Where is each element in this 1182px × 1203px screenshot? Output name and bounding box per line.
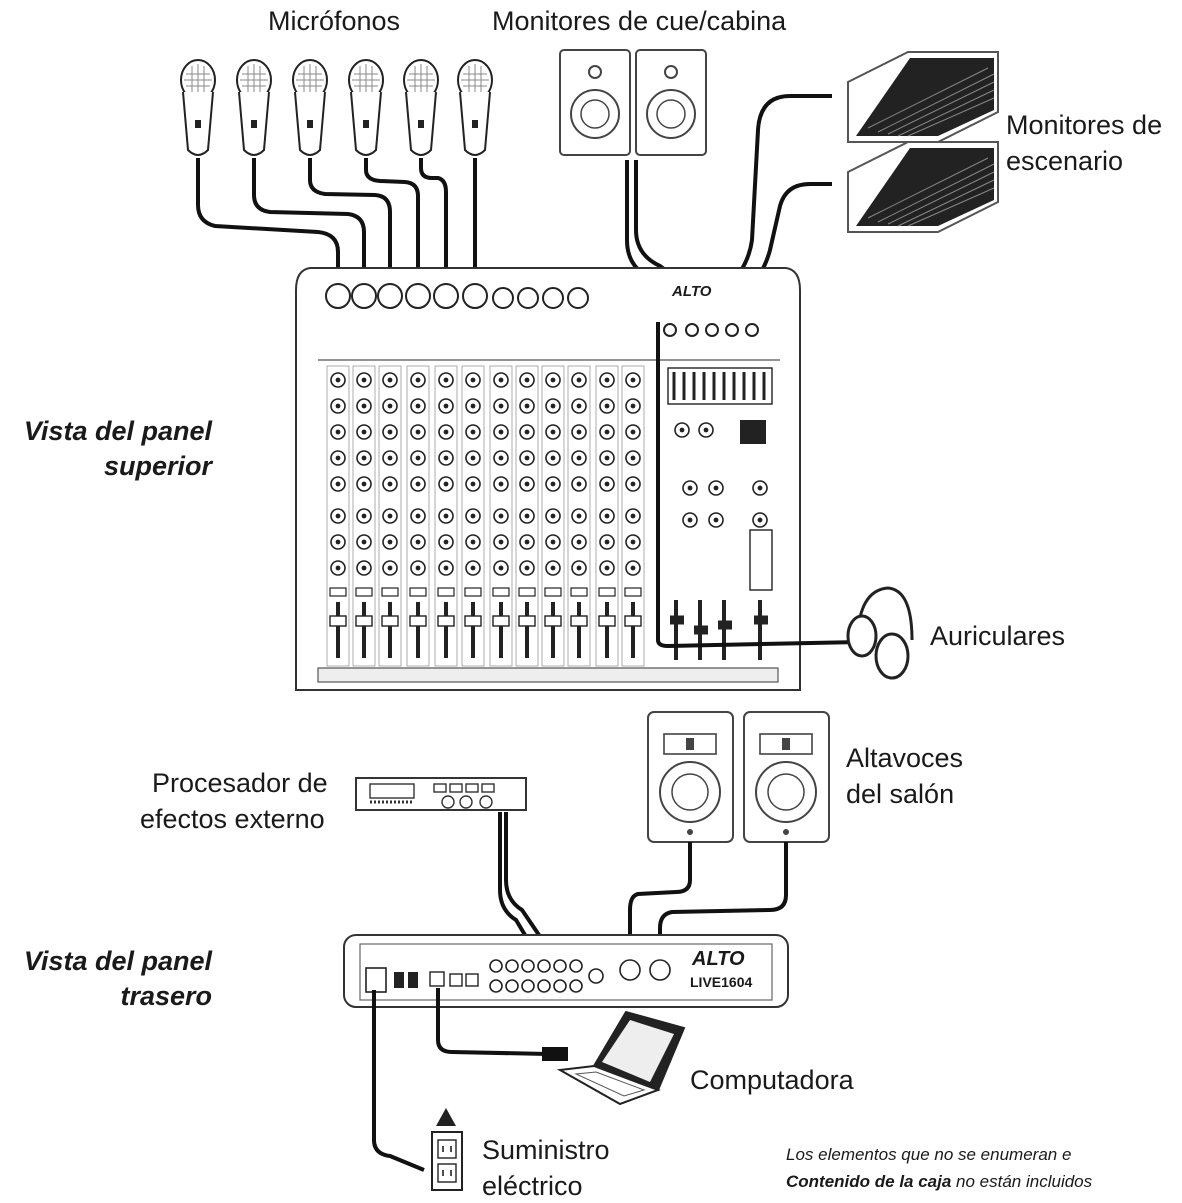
room-speakers bbox=[647, 711, 830, 843]
stage-monitors bbox=[847, 51, 999, 233]
top-view-title-line1: Vista del panel bbox=[23, 416, 212, 446]
cue-monitor-right bbox=[635, 49, 707, 156]
room-speaker-right bbox=[743, 711, 830, 843]
label-room-speakers-line1: Altavoces bbox=[846, 743, 964, 773]
label-computer: Computadora bbox=[690, 1065, 854, 1095]
label-room-speakers-line2: del salón bbox=[846, 779, 955, 809]
rear-panel-model: LIVE1604 bbox=[690, 974, 753, 990]
microphone-4 bbox=[348, 59, 384, 156]
fx-cables bbox=[498, 812, 558, 962]
label-power-line1: Suministro bbox=[482, 1135, 610, 1165]
usb-plug bbox=[542, 1047, 568, 1061]
headphone-cable bbox=[656, 322, 861, 649]
cue-monitors bbox=[559, 49, 707, 156]
fx-processor bbox=[355, 777, 527, 811]
rear-panel-brand: ALTO bbox=[692, 948, 745, 970]
rear-view-title-line1: Vista del panel bbox=[23, 946, 212, 976]
microphone-1 bbox=[180, 59, 216, 156]
top-panel-brand: ALTO bbox=[672, 283, 712, 300]
room-speaker-left bbox=[647, 711, 734, 843]
power-cable bbox=[372, 990, 425, 1172]
stage-monitor-top bbox=[847, 51, 999, 143]
top-view-title-line2: superior bbox=[103, 451, 212, 481]
microphone-group bbox=[180, 59, 493, 156]
label-headphones: Auriculares bbox=[930, 621, 1066, 651]
label-cue-monitors: Monitores de cue/cabina bbox=[492, 6, 787, 36]
microphone-6 bbox=[457, 59, 493, 156]
microphone-2 bbox=[236, 59, 272, 156]
rear-view-title-line2: trasero bbox=[120, 981, 212, 1011]
label-power-line2: eléctrico bbox=[482, 1171, 583, 1201]
mixer-top-panel bbox=[295, 267, 801, 691]
label-microphones: Micrófonos bbox=[268, 6, 401, 36]
microphone-5 bbox=[403, 59, 439, 156]
label-stage-monitors-line2: escenario bbox=[1006, 146, 1124, 176]
stage-monitor-bottom bbox=[847, 141, 999, 233]
cue-monitor-left bbox=[559, 49, 631, 156]
usb-cable bbox=[436, 988, 549, 1056]
footnote-line2: Contenido de la caja no están incluidos bbox=[786, 1168, 1182, 1195]
label-fx-processor-line1: Procesador de bbox=[152, 768, 328, 798]
headphones bbox=[846, 586, 914, 680]
label-fx-processor-line2: efectos externo bbox=[140, 804, 325, 834]
mixer-rear-panel bbox=[343, 934, 789, 1008]
mic-cables bbox=[196, 158, 477, 270]
microphone-3 bbox=[292, 59, 328, 156]
label-stage-monitors-line1: Monitores de bbox=[1006, 110, 1163, 140]
laptop bbox=[556, 1010, 686, 1106]
footnote-line1: Los elementos que no se enumeran e bbox=[786, 1145, 1072, 1164]
footnote-line2-rest: no están incluidos bbox=[951, 1172, 1093, 1191]
room-speaker-cables bbox=[628, 842, 788, 955]
power-outlet bbox=[431, 1108, 463, 1191]
footnote-box-contents: Contenido de la caja bbox=[786, 1172, 952, 1191]
